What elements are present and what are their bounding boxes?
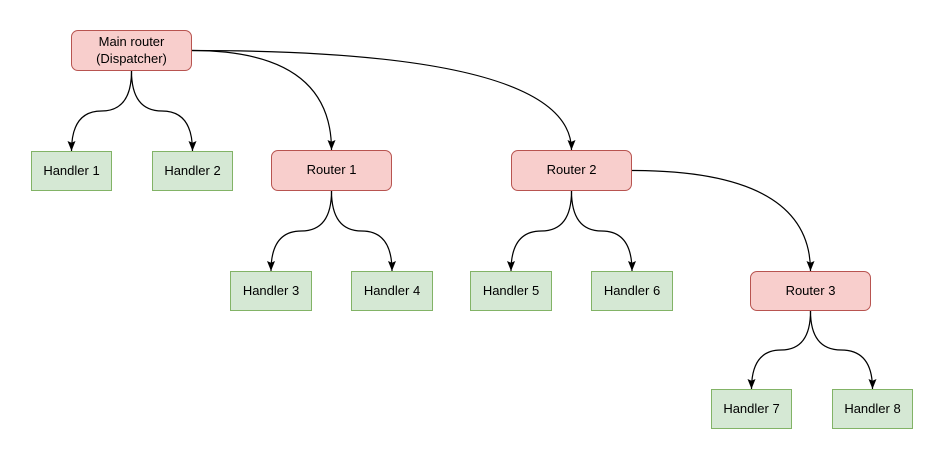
edge-main-to-handler2: [130, 70, 197, 152]
node-handler-8: Handler 8: [832, 389, 913, 429]
node-router-2: Router 2: [511, 150, 632, 191]
node-main-router: Main router (Dispatcher): [71, 30, 192, 71]
node-handler-7: Handler 7: [711, 389, 792, 429]
node-handler-6: Handler 6: [591, 271, 673, 311]
edge-main-to-router2: [191, 49, 576, 151]
edge-main-to-handler1: [67, 70, 133, 152]
node-router-1: Router 1: [271, 150, 392, 191]
node-handler-2: Handler 2: [152, 151, 233, 191]
edge-router1-to-handler4: [330, 190, 396, 272]
node-handler-5: Handler 5: [470, 271, 552, 311]
edge-router2-to-handler6: [570, 190, 636, 272]
edge-main-to-router1: [191, 49, 336, 151]
edge-router2-to-router3: [631, 169, 815, 272]
node-handler-4: Handler 4: [351, 271, 433, 311]
node-router-3: Router 3: [750, 271, 871, 311]
edge-router3-to-handler7: [747, 310, 812, 390]
edge-router2-to-handler5: [507, 190, 573, 272]
node-handler-1: Handler 1: [31, 151, 112, 191]
edge-router1-to-handler3: [267, 190, 333, 272]
node-handler-3: Handler 3: [230, 271, 312, 311]
edge-router3-to-handler8: [809, 310, 877, 390]
